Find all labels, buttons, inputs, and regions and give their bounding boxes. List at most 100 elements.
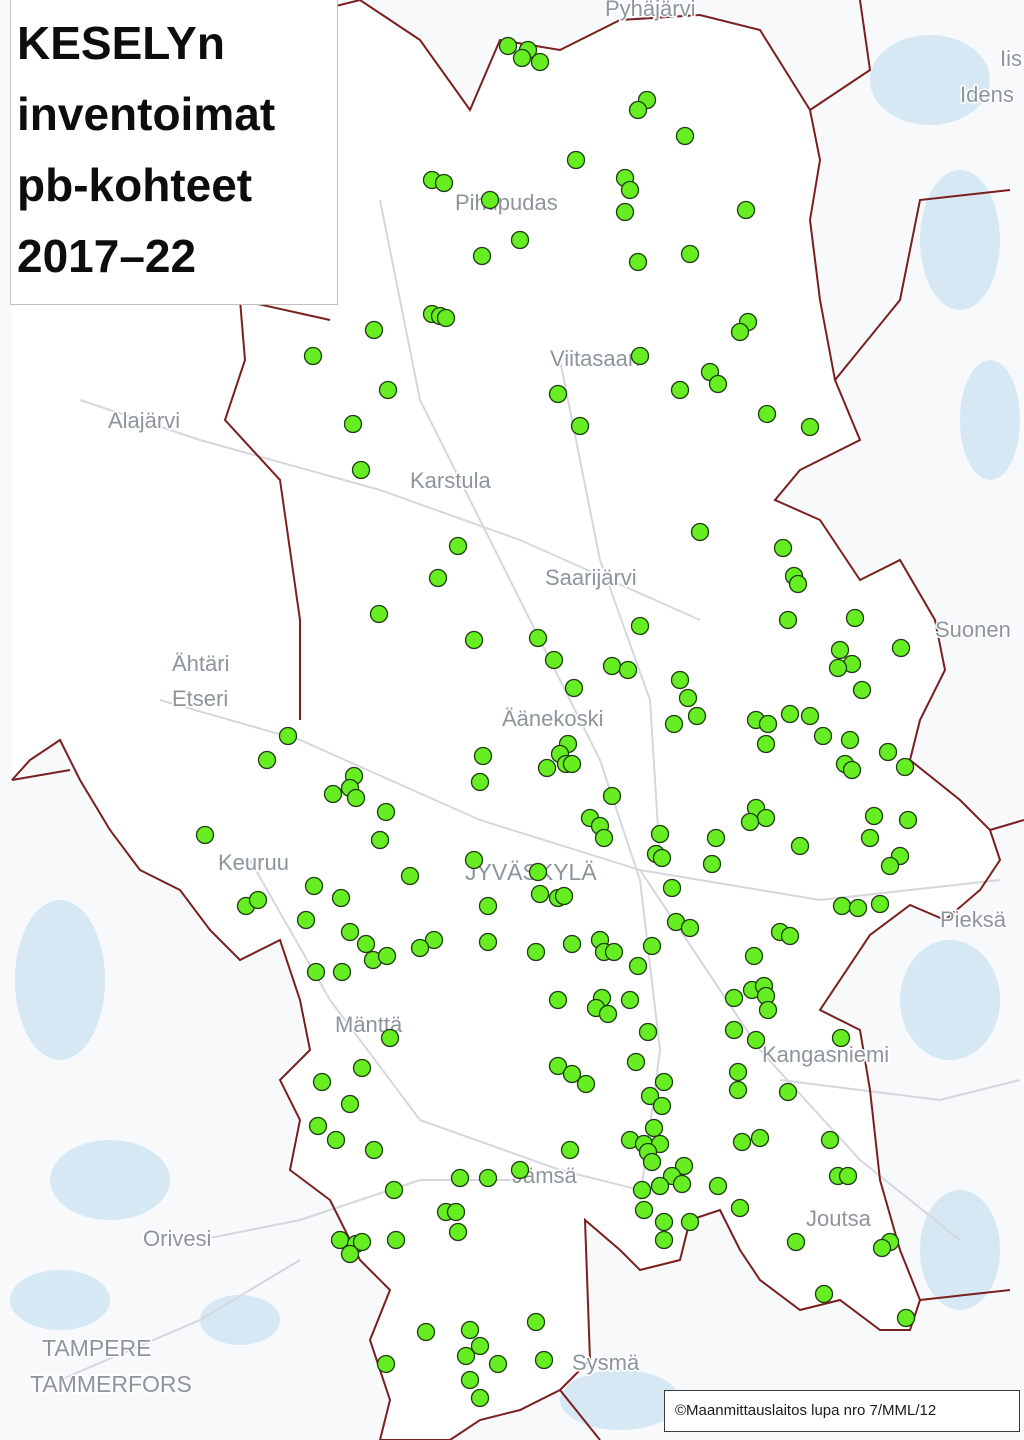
site-marker xyxy=(604,942,624,962)
site-marker xyxy=(756,734,776,754)
border-line xyxy=(559,1389,601,1440)
site-marker xyxy=(306,962,326,982)
title-line-3: pb-kohteet xyxy=(17,159,253,211)
site-marker xyxy=(674,1156,694,1176)
map-credit: ©Maanmittauslaitos lupa nro 7/MML/12 xyxy=(664,1390,1020,1432)
road xyxy=(559,359,661,861)
site-marker xyxy=(448,536,468,556)
site-marker xyxy=(672,1174,692,1194)
site-marker xyxy=(528,862,548,882)
site-marker xyxy=(642,936,662,956)
label-viitasaari: Viitasaari xyxy=(550,346,640,371)
site-marker xyxy=(377,946,397,966)
site-marker xyxy=(628,956,648,976)
site-marker xyxy=(820,1130,840,1150)
site-marker xyxy=(756,808,776,828)
site-marker xyxy=(478,932,498,952)
border-line xyxy=(809,0,872,111)
site-marker xyxy=(654,1072,674,1092)
site-marker xyxy=(332,962,352,982)
site-marker xyxy=(758,714,778,734)
site-marker xyxy=(757,404,777,424)
site-marker xyxy=(478,896,498,916)
site-marker xyxy=(838,1166,858,1186)
site-marker xyxy=(576,1074,596,1094)
site-marker xyxy=(308,1116,328,1136)
label-joutsa: Joutsa xyxy=(806,1206,872,1231)
site-marker xyxy=(750,1128,770,1148)
site-marker xyxy=(530,884,550,904)
site-marker xyxy=(730,1198,750,1218)
lake xyxy=(200,1295,280,1345)
site-marker xyxy=(620,180,640,200)
site-marker xyxy=(528,628,548,648)
site-marker xyxy=(537,758,557,778)
site-marker xyxy=(346,788,366,808)
site-marker xyxy=(650,1176,670,1196)
site-marker xyxy=(896,1308,916,1328)
site-marker xyxy=(340,922,360,942)
label-orivesi: Orivesi xyxy=(143,1226,211,1251)
site-marker xyxy=(376,1354,396,1374)
road xyxy=(159,699,1001,902)
site-marker xyxy=(687,706,707,726)
site-marker xyxy=(464,630,484,650)
water-layer xyxy=(10,35,1020,1430)
site-marker xyxy=(640,1086,660,1106)
site-marker xyxy=(560,1140,580,1160)
site-marker xyxy=(845,608,865,628)
site-marker xyxy=(628,100,648,120)
border-line xyxy=(11,769,71,781)
site-marker xyxy=(248,890,268,910)
border-line xyxy=(834,189,1011,381)
site-marker xyxy=(678,688,698,708)
site-marker xyxy=(780,704,800,724)
site-marker xyxy=(652,848,672,868)
site-marker xyxy=(351,460,371,480)
road-layer xyxy=(59,199,1021,1381)
site-marker xyxy=(343,414,363,434)
label-tampere: TAMPERE xyxy=(42,1335,151,1361)
site-marker xyxy=(534,1350,554,1370)
site-marker xyxy=(460,1320,480,1340)
site-marker xyxy=(860,828,880,848)
lake xyxy=(15,900,105,1060)
road xyxy=(249,859,641,1191)
site-marker xyxy=(632,1180,652,1200)
border-line xyxy=(919,1289,1011,1301)
road xyxy=(779,1079,1021,1102)
site-marker xyxy=(564,678,584,698)
site-marker xyxy=(566,150,586,170)
label-pyhajarvi: Pyhäjärvi xyxy=(605,0,695,21)
site-marker xyxy=(303,346,323,366)
place-labels: Pyhäjärvi Iis Idens Pihtipudas Viitasaar… xyxy=(29,0,1024,1399)
site-marker xyxy=(352,1232,372,1252)
site-marker xyxy=(364,320,384,340)
site-marker xyxy=(473,746,493,766)
site-marker xyxy=(898,810,918,830)
site-marker xyxy=(510,230,530,250)
site-marker xyxy=(480,190,500,210)
site-marker xyxy=(780,926,800,946)
site-marker xyxy=(384,1180,404,1200)
site-marker xyxy=(410,938,430,958)
lake xyxy=(920,170,1000,310)
site-marker xyxy=(386,1230,406,1250)
site-marker xyxy=(852,680,872,700)
site-marker xyxy=(728,1080,748,1100)
site-marker xyxy=(744,946,764,966)
label-tammerfors: TAMMERFORS xyxy=(30,1371,192,1397)
site-marker xyxy=(470,1336,490,1356)
site-marker xyxy=(638,1022,658,1042)
site-marker xyxy=(370,830,390,850)
site-marker xyxy=(814,1284,834,1304)
site-marker xyxy=(628,252,648,272)
site-marker xyxy=(498,36,518,56)
lake xyxy=(900,940,1000,1060)
title-line-4: 2017–22 xyxy=(17,230,197,282)
site-marker xyxy=(724,1020,744,1040)
site-marker xyxy=(654,1212,674,1232)
site-marker xyxy=(788,574,808,594)
